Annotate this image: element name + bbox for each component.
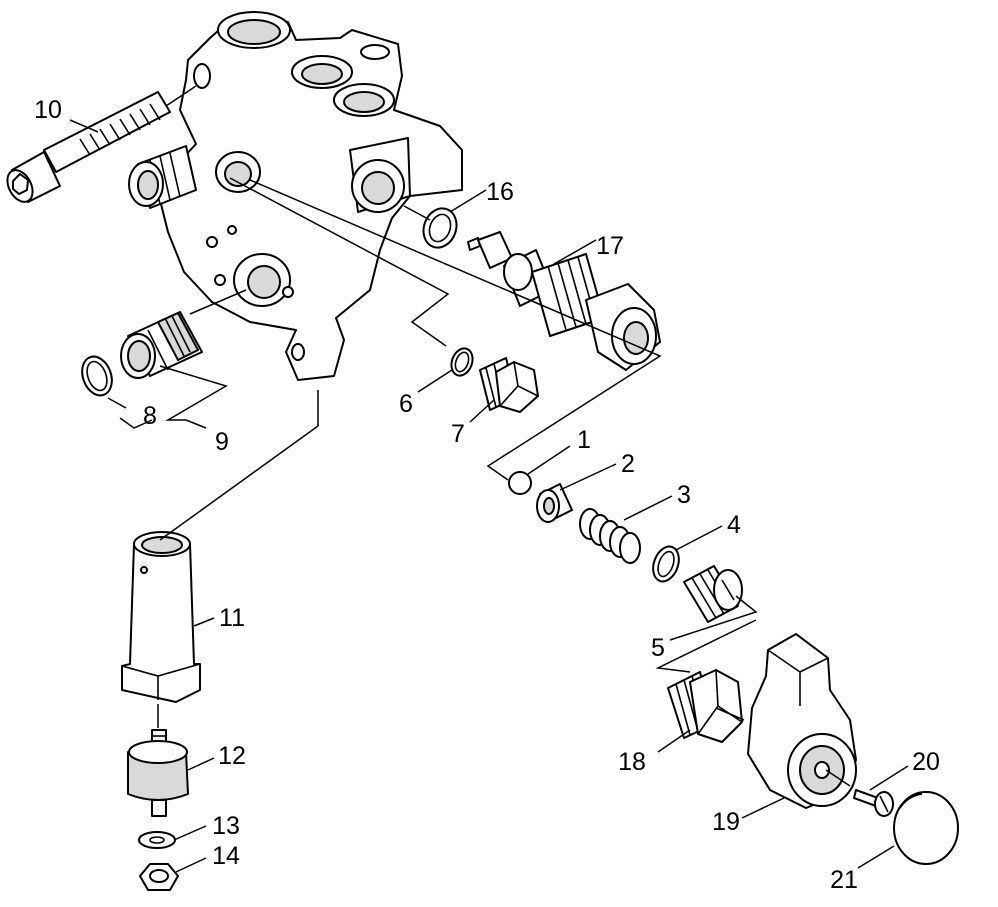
callout-5: 5 <box>651 634 665 662</box>
part-12-rubber-foot <box>127 729 189 817</box>
callout-9: 9 <box>215 428 229 456</box>
part-8-o-ring <box>81 355 113 397</box>
part-17-valve-cartridge <box>467 231 661 371</box>
callout-labels: 1 2 3 4 5 6 7 8 9 10 11 12 13 14 16 17 1… <box>34 96 940 894</box>
callout-2: 2 <box>621 450 635 478</box>
callout-8: 8 <box>143 402 157 430</box>
callout-3: 3 <box>677 481 691 509</box>
callout-4: 4 <box>727 511 741 539</box>
part-13-washer <box>138 831 176 849</box>
pump-head-housing <box>128 11 463 381</box>
part-20-screw <box>853 789 894 817</box>
callout-20: 20 <box>912 748 940 776</box>
part-7-plug <box>479 357 539 413</box>
callout-13: 13 <box>212 812 240 840</box>
callout-21: 21 <box>830 866 858 894</box>
part-14-nut <box>139 863 179 891</box>
part-2-valve-seat <box>536 483 573 523</box>
part-5-plug <box>683 565 743 623</box>
part-4-o-ring <box>652 545 680 583</box>
part-16-o-ring <box>422 207 458 249</box>
callout-14: 14 <box>212 842 240 870</box>
part-3-spring <box>579 508 641 564</box>
callout-10: 10 <box>34 96 62 124</box>
callout-7: 7 <box>451 420 465 448</box>
callout-16: 16 <box>486 178 514 206</box>
part-19-lever <box>747 633 857 809</box>
part-18-plug <box>667 669 743 743</box>
callout-12: 12 <box>218 742 246 770</box>
callout-1: 1 <box>577 426 591 454</box>
part-9-valve-insert <box>120 311 203 379</box>
callout-17: 17 <box>596 232 624 260</box>
part-10-cap-screw <box>6 91 171 203</box>
part-11-stand-tube <box>121 531 201 703</box>
callout-19: 19 <box>712 808 740 836</box>
callout-18: 18 <box>618 748 646 776</box>
callout-6: 6 <box>399 390 413 418</box>
part-6-o-ring <box>450 347 474 377</box>
callout-11: 11 <box>219 604 245 632</box>
leader-lines <box>69 85 909 873</box>
part-21-cover-cap <box>893 791 959 865</box>
part-1-ball <box>508 471 532 495</box>
